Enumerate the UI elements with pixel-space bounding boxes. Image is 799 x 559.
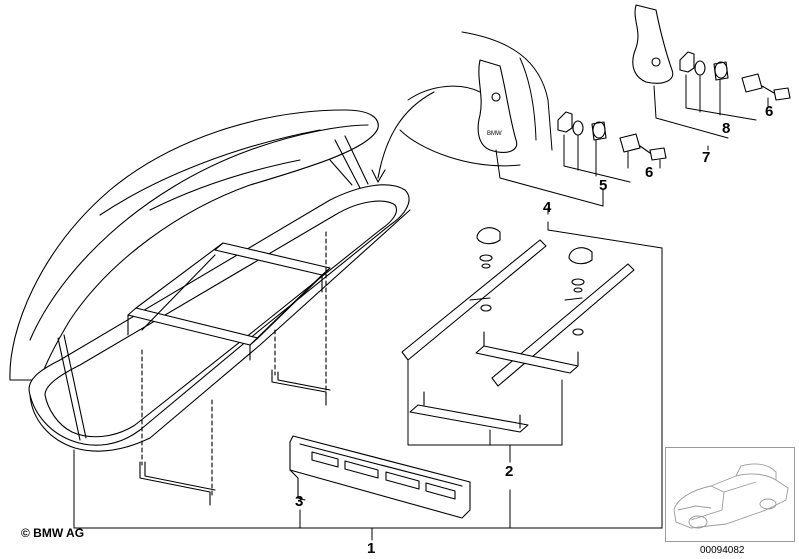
callout-4: 4	[543, 199, 552, 216]
callout-6-upper: 6	[765, 103, 774, 120]
vehicle-thumbnail	[665, 447, 795, 542]
callout-1: 1	[367, 540, 376, 557]
curved-arrow	[371, 91, 435, 183]
bracket-badge: BMW	[487, 131, 502, 137]
part-7-roof-bracket	[632, 4, 674, 84]
callout-6-lower: 6	[645, 164, 654, 181]
part-2-mounting-rails	[401, 227, 635, 433]
leader-lines	[73, 74, 769, 541]
roof-box-lid	[9, 109, 379, 381]
roof-box-base	[28, 159, 411, 452]
lock-assembly-7	[679, 51, 791, 101]
callout-2: 2	[505, 463, 514, 480]
car-icon	[673, 463, 789, 529]
copyright-notice: © BMW AG	[21, 526, 85, 540]
lock-assembly-4	[557, 111, 667, 161]
part-4-roof-bracket	[477, 59, 518, 153]
callout-3: 3	[295, 493, 304, 510]
callout-5: 5	[599, 177, 608, 194]
car-rear-outline	[399, 31, 553, 167]
internal-crossbars	[127, 242, 331, 361]
document-number: 00094082	[700, 545, 745, 556]
part-3-cover-strip	[289, 435, 471, 519]
callout-8: 8	[722, 120, 731, 137]
mounting-screws	[139, 231, 331, 506]
callout-7: 7	[702, 149, 711, 166]
